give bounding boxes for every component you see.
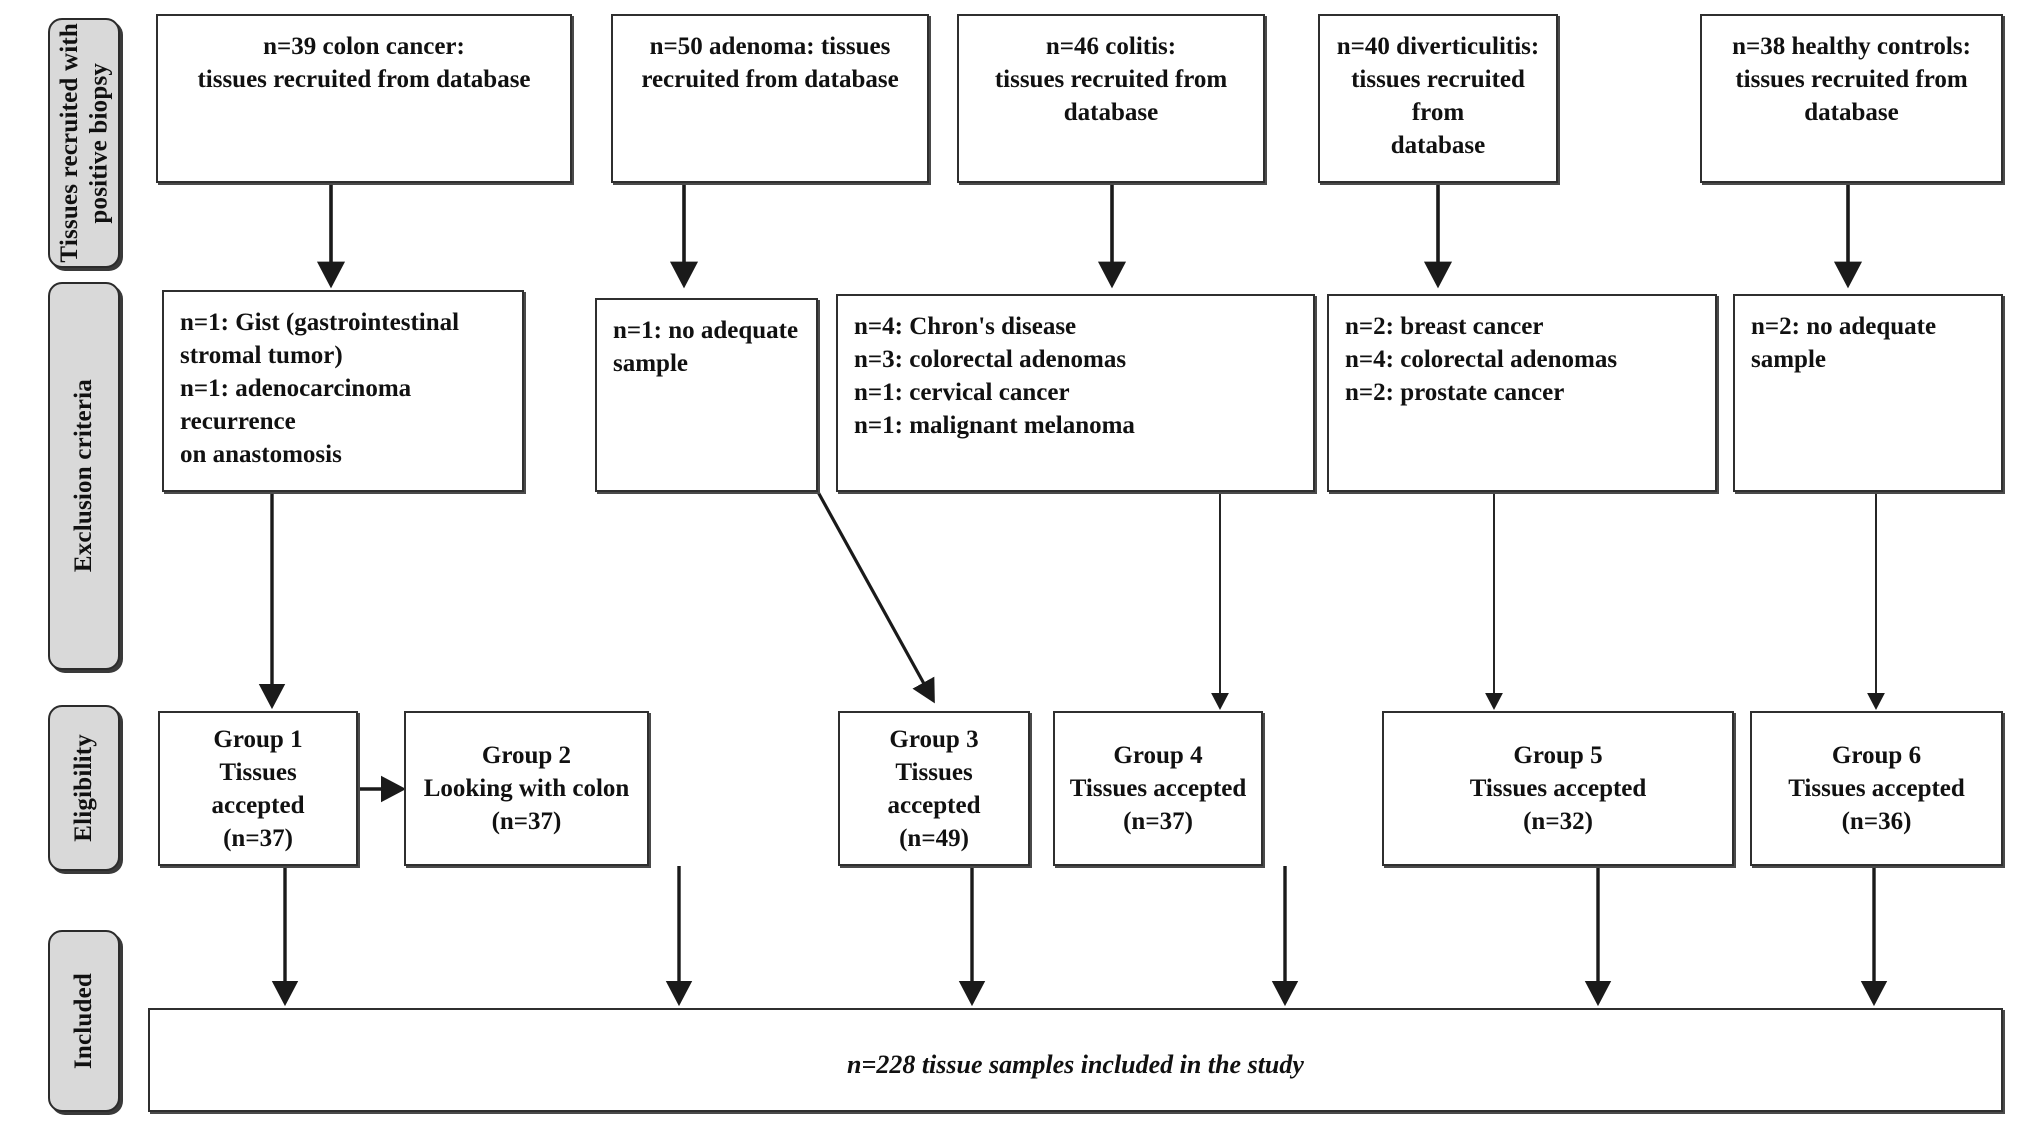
- stage-label-eligibility: Eligibility: [70, 734, 98, 842]
- group-box-3: Group 3 Tissues accepted (n=49): [838, 711, 1030, 866]
- group-text-3: Group 3 Tissues accepted (n=49): [887, 725, 981, 852]
- group-text-1: Group 1 Tissues accepted (n=37): [211, 725, 305, 852]
- recruited-text-colon-cancer: n=39 colon cancer: tissues recruited fro…: [197, 33, 531, 93]
- group-text-6: Group 6 Tissues accepted (n=36): [1788, 742, 1965, 835]
- group-box-1: Group 1 Tissues accepted (n=37): [158, 711, 358, 866]
- group-box-6: Group 6 Tissues accepted (n=36): [1750, 711, 2003, 866]
- stage-label-included: Included: [70, 972, 98, 1070]
- exclusion-text-colitis: n=4: Chron's disease n=3: colorectal ade…: [854, 313, 1135, 439]
- exclusion-text-diverticulitis: n=2: breast cancer n=4: colorectal adeno…: [1345, 313, 1618, 406]
- exclusion-text-colon-cancer: n=1: Gist (gastrointestinal stromal tumo…: [180, 309, 460, 468]
- exclusion-box-diverticulitis: n=2: breast cancer n=4: colorectal adeno…: [1327, 294, 1717, 492]
- exclusion-text-healthy-controls: n=2: no adequate sample: [1751, 313, 1937, 373]
- exclusion-text-adenoma: n=1: no adequate sample: [613, 317, 799, 377]
- exclusion-box-colon-cancer: n=1: Gist (gastrointestinal stromal tumo…: [162, 290, 524, 492]
- stage-tab-recruitment: Tissues recruited with positive biopsy: [48, 18, 120, 268]
- recruited-box-diverticulitis: n=40 diverticulitis: tissues recruited f…: [1318, 14, 1558, 183]
- recruited-box-colitis: n=46 colitis: tissues recruited from dat…: [957, 14, 1265, 183]
- recruited-text-colitis: n=46 colitis: tissues recruited from dat…: [994, 33, 1228, 126]
- arrow-exclusion2-to-group3: [816, 491, 935, 704]
- group-box-2: Group 2 Looking with colon (n=37): [404, 711, 649, 866]
- recruited-text-adenoma: n=50 adenoma: tissues recruited from dat…: [641, 33, 899, 93]
- exclusion-box-healthy-controls: n=2: no adequate sample: [1733, 294, 2003, 492]
- stage-label-recruitment: Tissues recruited with positive biopsy: [55, 23, 113, 263]
- stage-tab-included: Included: [48, 930, 120, 1112]
- group-text-2: Group 2 Looking with colon (n=37): [423, 742, 630, 835]
- recruited-text-healthy-controls: n=38 healthy controls: tissues recruited…: [1732, 33, 1971, 126]
- recruited-box-healthy-controls: n=38 healthy controls: tissues recruited…: [1700, 14, 2003, 183]
- recruited-box-colon-cancer: n=39 colon cancer: tissues recruited fro…: [156, 14, 572, 183]
- stage-tab-exclusion: Exclusion criteria: [48, 282, 120, 670]
- group-box-5: Group 5 Tissues accepted (n=32): [1382, 711, 1734, 866]
- exclusion-box-adenoma: n=1: no adequate sample: [595, 298, 818, 492]
- group-text-5: Group 5 Tissues accepted (n=32): [1469, 742, 1647, 835]
- included-summary-box: n=228 tissue samples included in the stu…: [148, 1008, 2003, 1112]
- group-text-4: Group 4 Tissues accepted (n=37): [1069, 742, 1247, 835]
- exclusion-box-colitis: n=4: Chron's disease n=3: colorectal ade…: [836, 294, 1315, 492]
- recruited-text-diverticulitis: n=40 diverticulitis: tissues recruited f…: [1336, 33, 1540, 159]
- recruited-box-adenoma: n=50 adenoma: tissues recruited from dat…: [611, 14, 929, 183]
- stage-tab-eligibility: Eligibility: [48, 705, 120, 871]
- included-summary-text: n=228 tissue samples included in the stu…: [847, 1050, 1304, 1079]
- group-box-4: Group 4 Tissues accepted (n=37): [1053, 711, 1263, 866]
- stage-label-exclusion: Exclusion criteria: [70, 379, 98, 573]
